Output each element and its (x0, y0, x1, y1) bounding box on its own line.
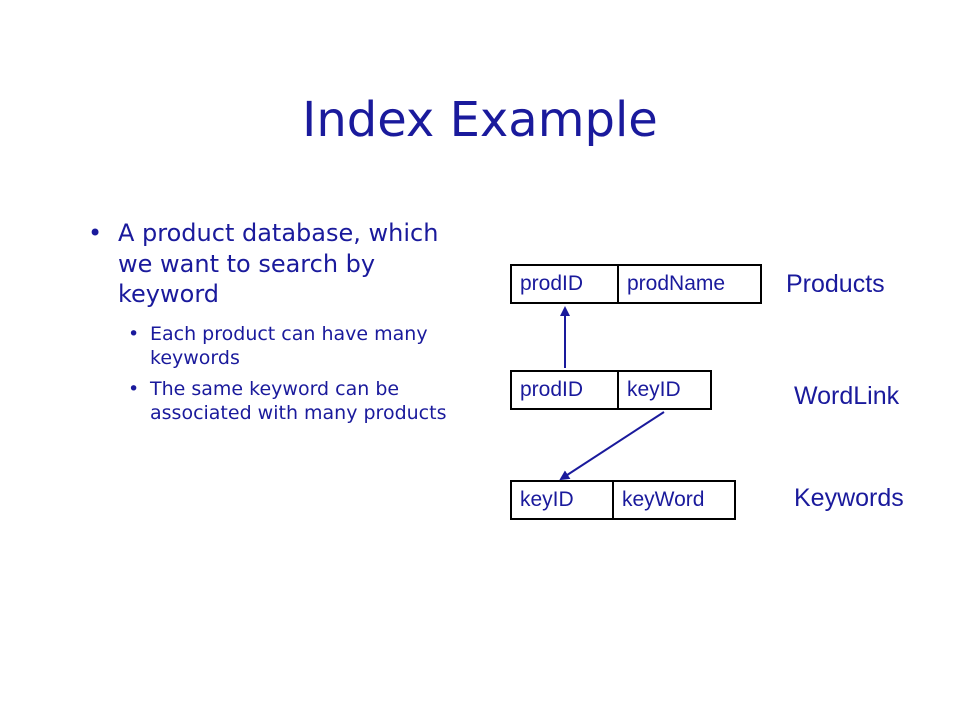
sub-bullet-list: • Each product can have many keywords • … (128, 322, 468, 425)
sub-bullet: • Each product can have many keywords (128, 322, 468, 371)
sub-bullet-text: The same keyword can be associated with … (150, 377, 447, 425)
sub-bullet-text: Each product can have many keywords (150, 323, 428, 370)
products-label: Products (786, 270, 885, 298)
bullet-main: • A product database, which we want to s… (88, 218, 468, 310)
products-col-prodname: prodName (617, 266, 760, 302)
bullet-main-text: A product database, which we want to sea… (118, 219, 439, 309)
bullet-dot: • (88, 219, 103, 247)
wordlink-col-prodid: prodID (520, 378, 584, 401)
sub-bullet: • The same keyword can be associated wit… (128, 377, 468, 426)
wordlink-table: prodID keyID (510, 370, 712, 410)
wordlink-label: WordLink (794, 382, 900, 410)
slide-title: Index Example (302, 92, 658, 148)
arrow-wordlink-to-keywords (559, 411, 665, 481)
bullet-list: • A product database, which we want to s… (88, 218, 468, 431)
bullet-dot: • (128, 323, 140, 346)
keywords-table: keyID keyWord (510, 480, 736, 520)
wordlink-col-keyid: keyID (617, 372, 710, 408)
products-table: prodID prodName (510, 264, 762, 304)
keywords-label: Keywords (794, 484, 904, 512)
keywords-col-keyword: keyWord (612, 482, 734, 518)
bullet-dot: • (128, 377, 140, 400)
products-col-prodid: prodID (520, 272, 584, 295)
keywords-col-keyid: keyID (520, 488, 574, 511)
